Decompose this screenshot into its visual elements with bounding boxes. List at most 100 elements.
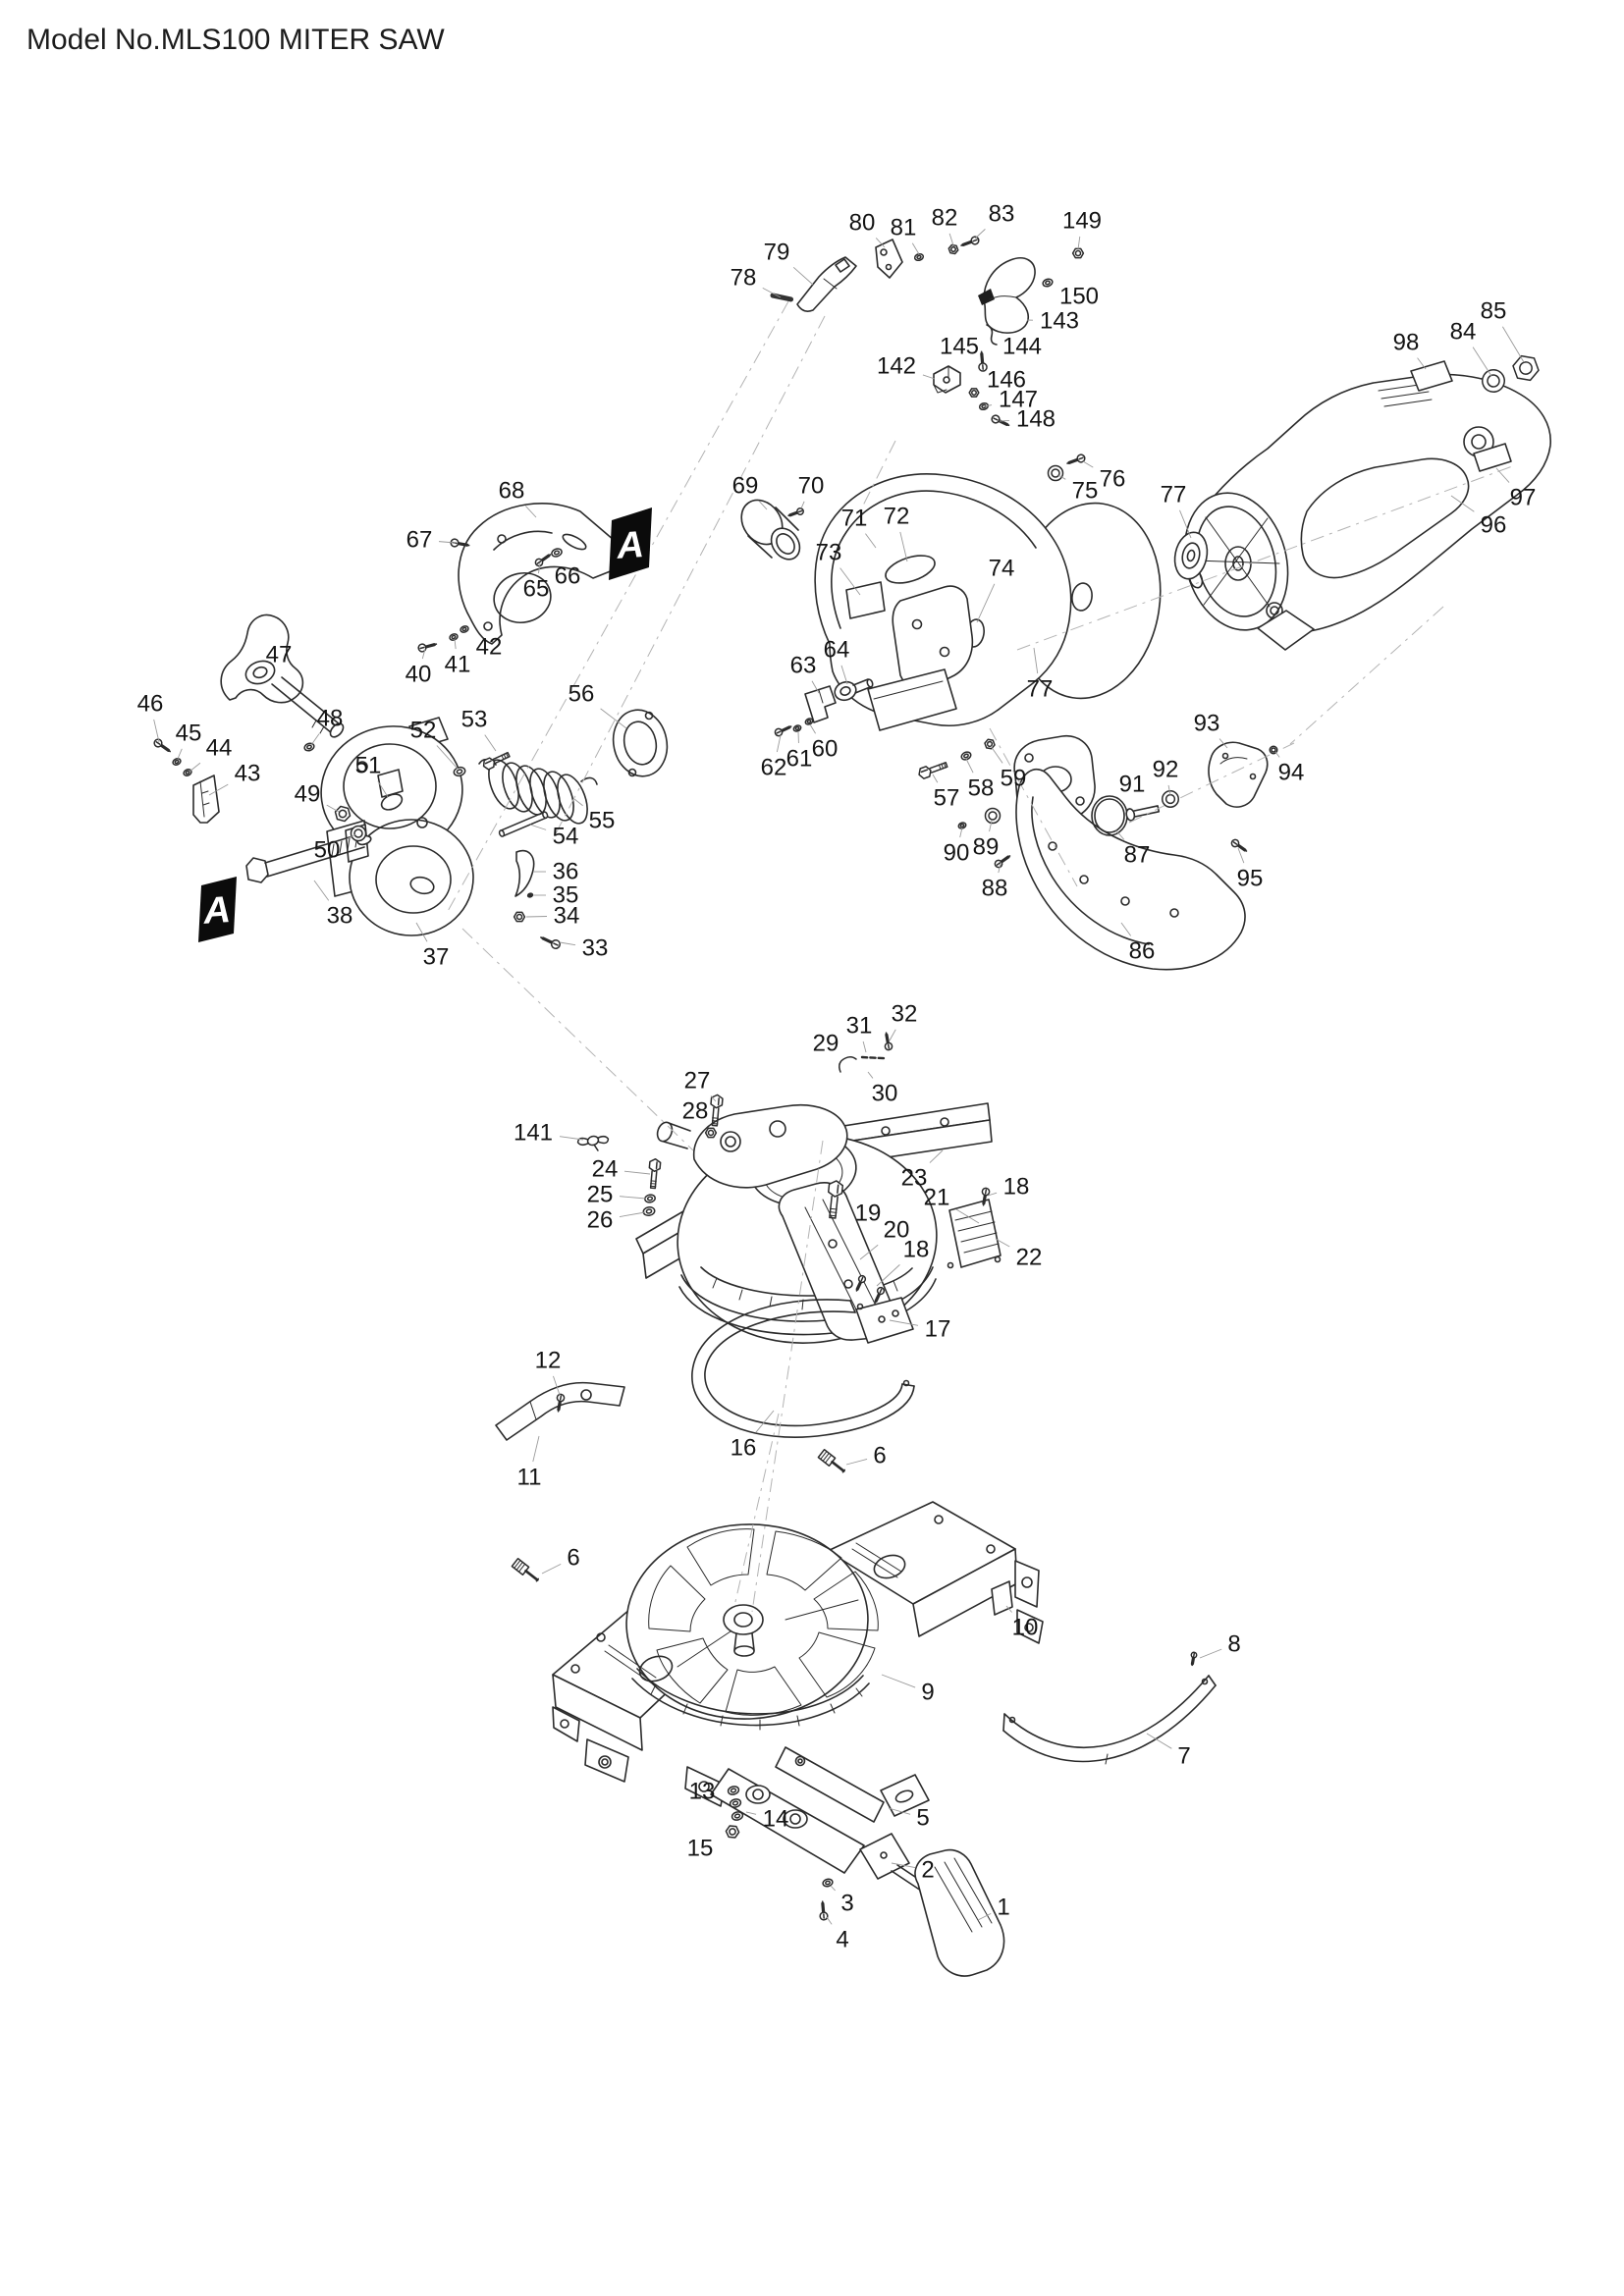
fastener-washer-icon — [960, 751, 972, 761]
leader-line — [840, 665, 848, 685]
leader-line — [948, 233, 954, 246]
part-number-45: 45 — [176, 721, 202, 747]
leader-line — [762, 288, 782, 298]
leader-line — [1146, 1733, 1172, 1749]
part-safety-cover — [1208, 741, 1269, 808]
leader-line — [1057, 474, 1066, 480]
part-number-83: 83 — [989, 201, 1015, 228]
part-number-89: 89 — [973, 834, 1000, 861]
part-number-88: 88 — [982, 876, 1008, 902]
leader-line — [1472, 347, 1492, 377]
part-number-81: 81 — [891, 215, 917, 241]
fastener-washer-icon — [172, 758, 182, 766]
leader-line — [454, 638, 457, 650]
fastener-wing-icon — [576, 1135, 610, 1151]
leader-line — [1501, 326, 1525, 363]
part-number-97: 97 — [1510, 485, 1537, 511]
part-number-71: 71 — [841, 506, 868, 532]
part-number-77: 77 — [1161, 482, 1187, 508]
fastener-washer-icon — [978, 401, 990, 411]
fastener-nut-icon — [1071, 247, 1085, 259]
part-number-49: 49 — [295, 781, 321, 808]
fastener-washer-icon — [731, 1811, 744, 1821]
fastener-springpin-icon — [860, 1055, 886, 1060]
leader-line — [310, 733, 320, 746]
part-grip-knob — [220, 614, 345, 738]
leader-line — [484, 734, 497, 752]
part-blade-ring — [691, 1299, 915, 1438]
part-bracket-142 — [933, 365, 961, 394]
fastener-ring-icon — [1161, 789, 1180, 809]
leader-line — [415, 922, 428, 942]
fastener-screw-icon — [819, 1900, 829, 1921]
part-number-7: 7 — [1177, 1743, 1190, 1770]
part-number-23: 23 — [901, 1165, 928, 1192]
fastener-washer-icon — [913, 252, 925, 262]
leader-line — [800, 501, 805, 509]
part-number-77: 77 — [1027, 676, 1054, 703]
part-blade-case — [814, 473, 1072, 731]
part-number-1: 1 — [997, 1895, 1009, 1921]
part-number-61: 61 — [786, 746, 813, 773]
part-number-95: 95 — [1237, 866, 1264, 892]
leader-line — [955, 1208, 980, 1224]
fastener-screw-icon — [960, 236, 980, 246]
leader-line — [313, 880, 330, 901]
part-pivot-bolt-38 — [245, 832, 372, 883]
part-number-44: 44 — [206, 735, 233, 762]
part-number-46: 46 — [137, 691, 164, 718]
part-number-56: 56 — [568, 681, 595, 708]
part-number-14: 14 — [763, 1806, 789, 1833]
fastener-ring-icon — [1047, 464, 1064, 482]
fastener-parts — [153, 236, 1540, 1921]
section-marker — [609, 507, 652, 580]
part-number-37: 37 — [423, 944, 450, 971]
leader-line — [826, 1916, 833, 1925]
part-number-91: 91 — [1119, 772, 1146, 798]
part-number-33: 33 — [582, 935, 609, 962]
fastener-ring-icon — [1269, 745, 1278, 755]
part-oring-87 — [1091, 795, 1128, 836]
part-number-53: 53 — [461, 707, 488, 733]
fastener-nut-icon — [725, 1825, 740, 1839]
leader-line — [208, 783, 229, 796]
part-number-35: 35 — [553, 882, 579, 909]
part-stopper-assembly — [710, 1746, 1005, 1977]
leader-line — [984, 404, 993, 407]
part-number-6: 6 — [567, 1545, 579, 1572]
fastener-bolt-icon — [710, 1094, 724, 1127]
part-number-59: 59 — [1001, 766, 1027, 792]
leader-line — [541, 1563, 562, 1575]
leader-line — [809, 723, 816, 734]
fastener-screw-icon — [417, 643, 438, 653]
part-number-4: 4 — [836, 1927, 848, 1953]
fastener-bolt-icon — [827, 1180, 844, 1219]
section-marker-letter: A — [201, 889, 232, 933]
part-number-150: 150 — [1059, 284, 1099, 310]
fastener-screw-icon — [1230, 838, 1248, 852]
fastener-screw-icon — [556, 1393, 566, 1413]
part-number-73: 73 — [816, 540, 842, 566]
part-number-18: 18 — [903, 1237, 930, 1263]
leader-line — [1167, 784, 1171, 796]
leader-line — [776, 734, 782, 753]
part-outer-flange — [1173, 531, 1209, 580]
part-number-149: 149 — [1062, 208, 1102, 235]
fastener-bolt-icon — [918, 762, 948, 779]
part-kerf-board — [947, 1199, 1001, 1269]
part-number-8: 8 — [1227, 1631, 1240, 1658]
part-motor-housing — [1183, 360, 1551, 651]
part-base-arm — [778, 1182, 914, 1344]
part-number-76: 76 — [1100, 466, 1126, 493]
part-number-28: 28 — [682, 1098, 709, 1125]
fastener-washer-icon — [644, 1194, 656, 1203]
part-number-10: 10 — [1012, 1615, 1039, 1641]
leader-line — [619, 1211, 646, 1217]
leader-line — [989, 820, 993, 832]
leader-line — [1033, 647, 1039, 674]
part-dust-nozzle — [740, 499, 801, 561]
part-number-90: 90 — [944, 840, 970, 867]
fastener-bolt-icon — [648, 1157, 662, 1190]
leader-line — [876, 1264, 900, 1287]
